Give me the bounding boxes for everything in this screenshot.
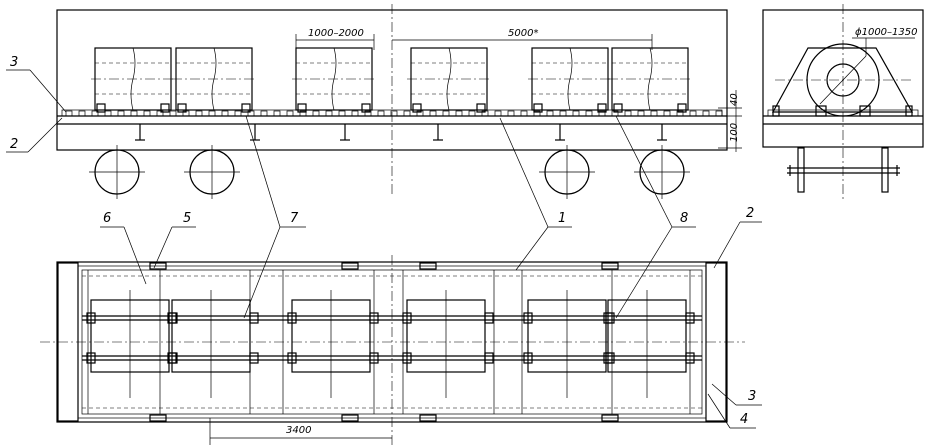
plan-view: 3400 6 5 7 1 8 xyxy=(40,115,762,445)
callout-3-right: 3 xyxy=(711,383,762,406)
callout-2-left: 2 xyxy=(6,117,63,153)
callout-3-right-text: 3 xyxy=(748,389,756,404)
callout-8-text: 8 xyxy=(680,211,688,226)
frame-posts xyxy=(135,124,667,141)
callout-7-text: 7 xyxy=(290,211,299,226)
callout-7: 7 xyxy=(243,115,306,319)
coil-inner xyxy=(826,63,860,97)
callout-3-left: 3 xyxy=(6,55,67,113)
dim-heights: 40 100 xyxy=(718,90,742,152)
cross-members xyxy=(87,262,691,422)
callout-1: 1 xyxy=(499,117,572,271)
dim-spacing: 5000* xyxy=(392,28,653,50)
wheelsets xyxy=(89,145,690,199)
dim-gap-range: 1000–2000 xyxy=(295,28,375,50)
callout-6: 6 xyxy=(100,211,147,285)
floor-pads xyxy=(61,109,723,117)
dim-spacing-text: 5000* xyxy=(508,28,538,39)
cradle xyxy=(771,47,914,113)
callout-3-left-text: 3 xyxy=(10,55,18,70)
end-blocking-right xyxy=(705,262,727,422)
callout-2-right-text: 2 xyxy=(746,206,754,221)
end-view: ϕ1000–1350 xyxy=(762,4,924,200)
callout-4: 4 xyxy=(707,393,756,429)
callout-5-text: 5 xyxy=(183,211,191,226)
callout-8: 8 xyxy=(615,115,696,319)
dim-height-40-text: 40 xyxy=(729,93,740,106)
callout-6-text: 6 xyxy=(103,211,111,226)
dim-gap-range-text: 1000–2000 xyxy=(308,28,364,39)
callout-2-right: 2 xyxy=(713,206,762,269)
dim-bay-length-text: 3400 xyxy=(286,425,311,436)
coils-plan xyxy=(86,290,695,398)
dim-height-100-text: 100 xyxy=(729,123,740,142)
coils-side xyxy=(91,47,692,113)
side-view: 1000–2000 5000* 40 100 3 2 xyxy=(6,4,742,199)
dim-bay-length: 3400 xyxy=(209,418,392,445)
callout-5: 5 xyxy=(153,211,196,269)
dim-diameter-text: ϕ1000–1350 xyxy=(855,27,918,38)
callout-2-left-text: 2 xyxy=(10,137,18,152)
callout-1-text: 1 xyxy=(558,211,566,226)
callout-4-text: 4 xyxy=(740,412,748,427)
end-blocking-left xyxy=(57,262,79,422)
